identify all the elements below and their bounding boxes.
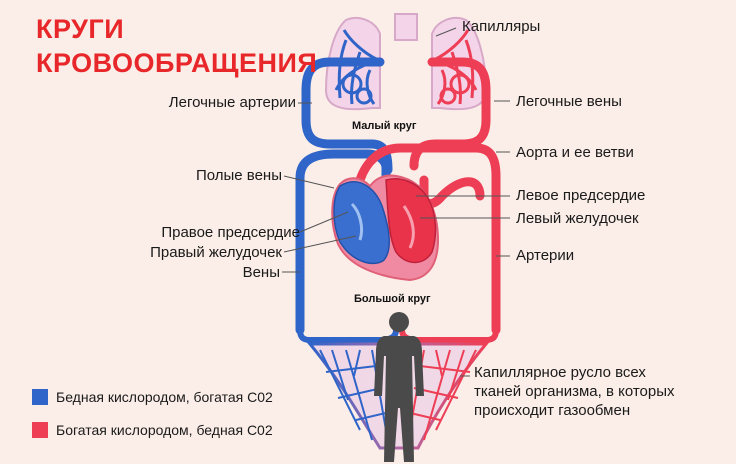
label-big-circle: Большой круг bbox=[354, 293, 431, 305]
capillary-bed-line-3: происходит газообмен bbox=[474, 402, 631, 419]
legend-text-venous: Бедная кислородом, богатая С02 bbox=[56, 389, 273, 405]
legend-arterial: Богатая кислородом, бедная С02 bbox=[32, 422, 273, 438]
label-aorta: Аорта и ее ветви bbox=[516, 144, 634, 161]
capillary-bed-line-1: Капиллярное русло всех bbox=[474, 364, 646, 381]
label-right-ventricle: Правый желудочек bbox=[150, 244, 282, 261]
label-left-ventricle: Левый желудочек bbox=[516, 210, 639, 227]
heart bbox=[331, 174, 440, 282]
label-veins: Вены bbox=[242, 264, 280, 281]
label-vena-cava: Полые вены bbox=[195, 167, 282, 184]
label-pulmonary-arteries: Легочные артерии bbox=[168, 94, 296, 111]
human-silhouette bbox=[374, 312, 424, 462]
legend-swatch-blue bbox=[32, 389, 48, 405]
label-pulmonary-veins: Легочные вены bbox=[516, 93, 622, 110]
label-arteries: Артерии bbox=[516, 247, 575, 264]
label-capillary-bed: Капиллярное русло всех тканей организма,… bbox=[474, 363, 675, 420]
title-line-1: КРУГИ bbox=[36, 14, 125, 44]
lungs bbox=[324, 13, 488, 111]
label-capillaries: Капилляры bbox=[462, 18, 541, 35]
label-small-circle: Малый круг bbox=[352, 120, 417, 132]
legend-text-arterial: Богатая кислородом, бедная С02 bbox=[56, 422, 273, 438]
capillary-bed-line-2: тканей организма, в которых bbox=[474, 383, 675, 400]
legend-venous: Бедная кислородом, богатая С02 bbox=[32, 389, 273, 405]
legend-swatch-red bbox=[32, 422, 48, 438]
title-line-2: КРОВООБРАЩЕНИЯ bbox=[36, 48, 318, 78]
label-left-atrium: Левое предсердие bbox=[516, 187, 646, 204]
label-right-atrium: Правое предсердие bbox=[161, 224, 300, 241]
pointer-lines bbox=[282, 27, 510, 377]
